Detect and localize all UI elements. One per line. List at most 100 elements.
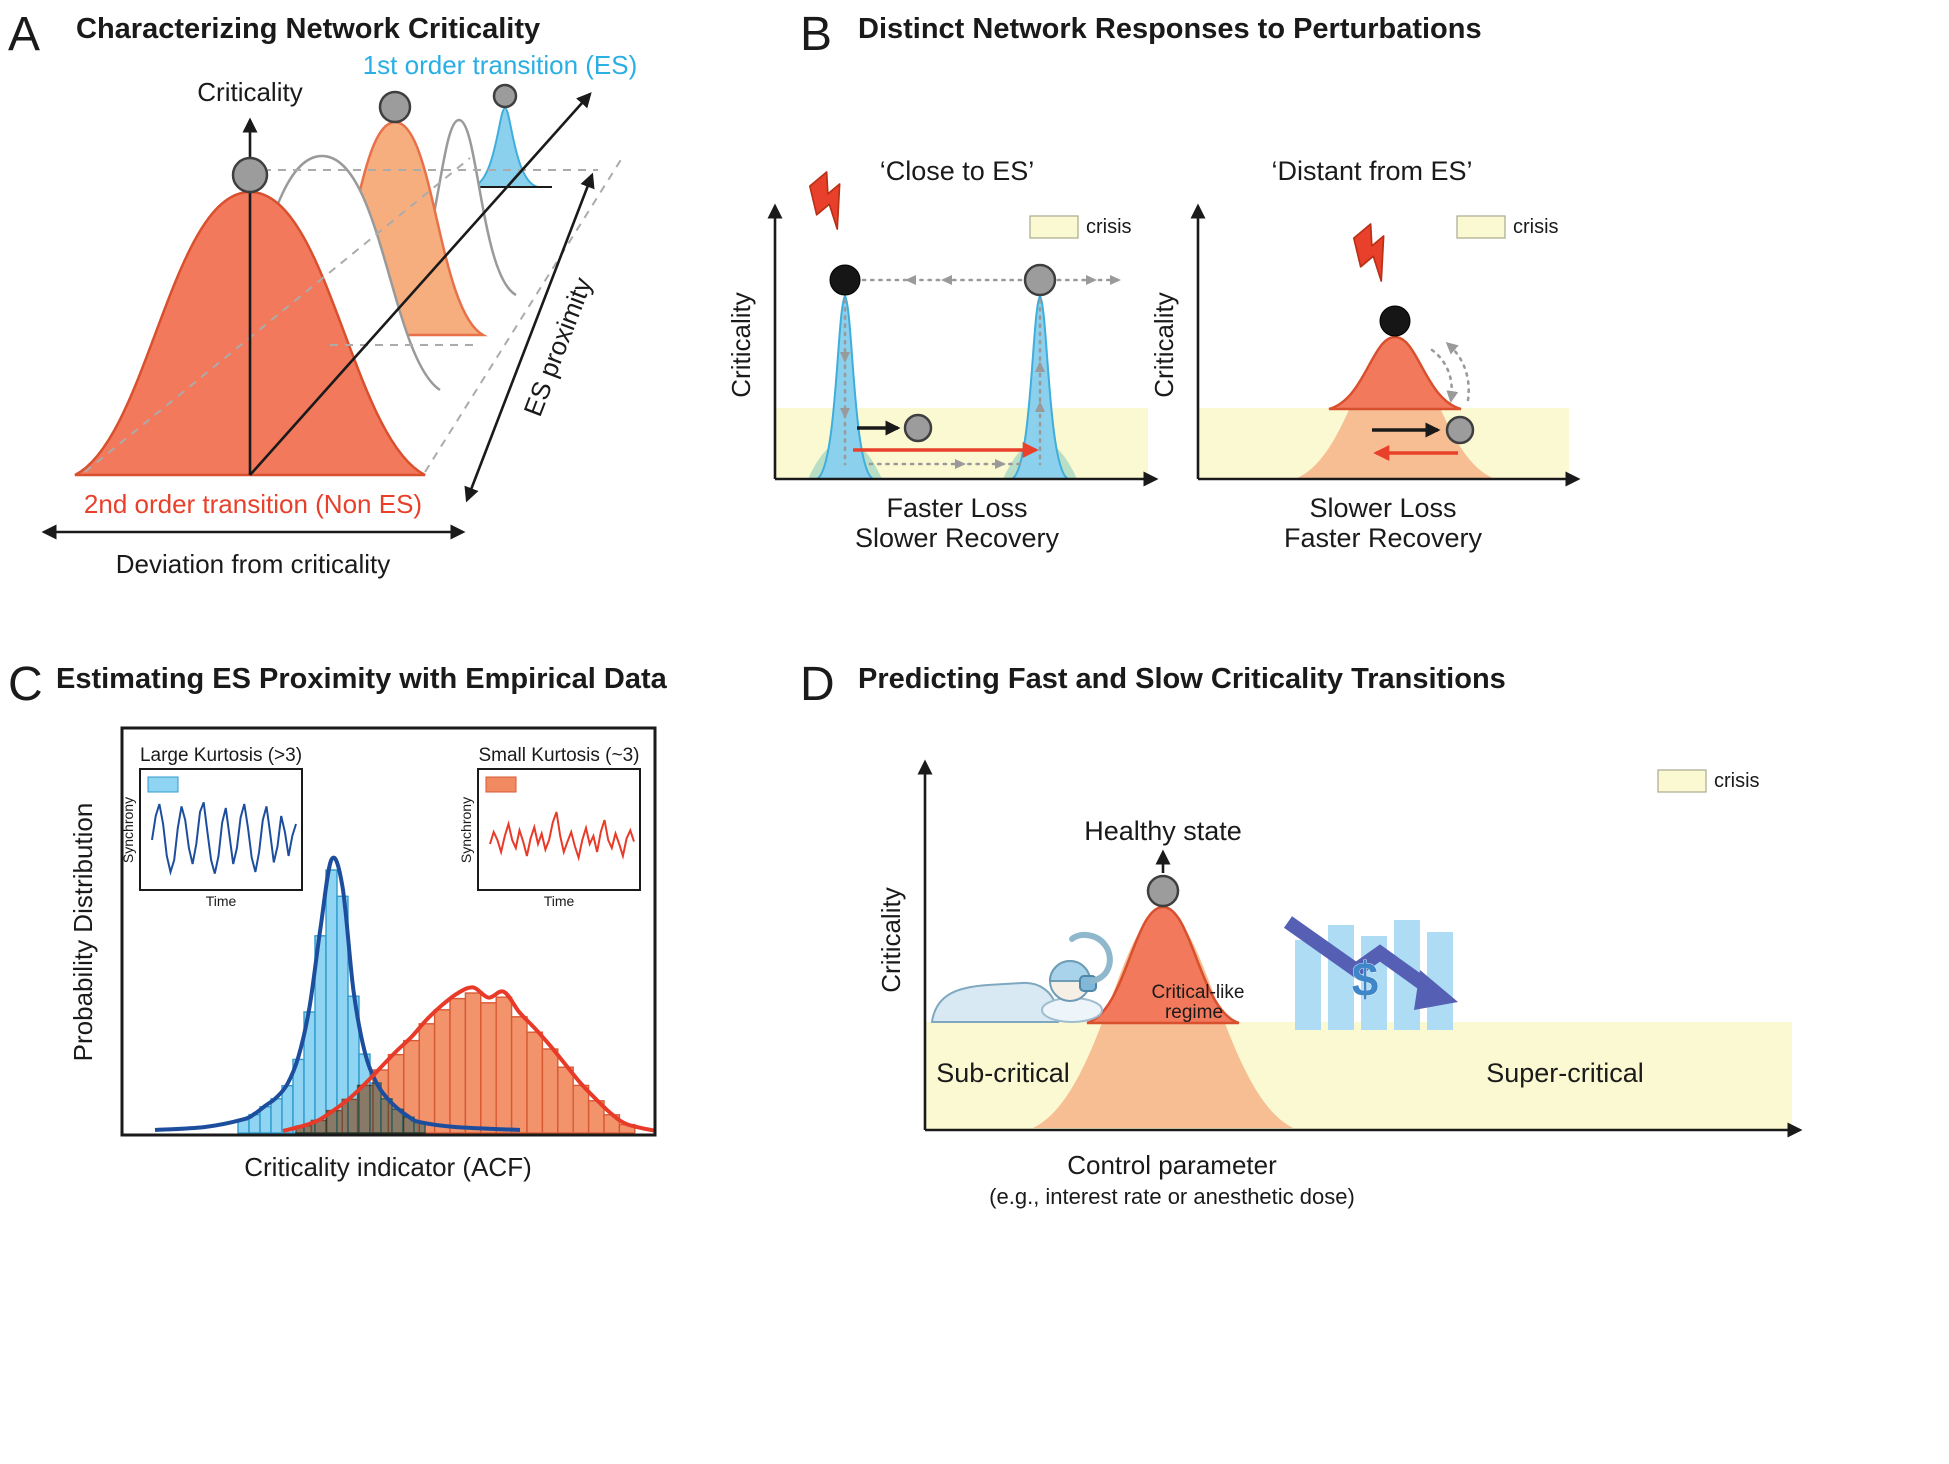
state-trajectory-dotted <box>1430 342 1470 403</box>
state-ball-es <box>492 83 518 109</box>
close-to-es-plot: ‘Close to ES’ <box>726 156 1159 553</box>
panel-c: C Estimating ES Proximity with Empirical… <box>0 640 720 1464</box>
panel-c-title: Estimating ES Proximity with Empirical D… <box>56 663 668 695</box>
dotted-fall-arc <box>1430 348 1459 403</box>
state-balls <box>231 83 518 194</box>
acf-axis-label: Criticality indicator (ACF) <box>244 1152 532 1182</box>
panel-c-canvas: C Estimating ES Proximity with Empirical… <box>8 658 668 1182</box>
synchrony-timeseries-blue <box>151 802 297 876</box>
panel-b-canvas: B Distinct Network Responses to Perturba… <box>726 8 1581 553</box>
histogram-bar <box>356 1084 374 1134</box>
histogram-bar <box>510 1016 528 1134</box>
criticality-peak <box>1328 335 1462 411</box>
healthy-state-ball <box>1146 874 1180 908</box>
panel-b-title: Distinct Network Responses to Perturbati… <box>858 13 1482 45</box>
peak-base <box>1295 348 1495 479</box>
histogram-bar <box>495 996 513 1134</box>
first-order-label: 1st order transition (ES) <box>363 50 638 80</box>
histogram-bar <box>325 869 338 1134</box>
state-ball-critical <box>231 156 269 194</box>
sub-critical-label: Sub-critical <box>936 1058 1070 1088</box>
criticality-axis-label: Criticality <box>197 77 302 107</box>
blue-series-swatch <box>147 776 179 793</box>
flow-arrowheads <box>840 275 1121 469</box>
histogram-bar <box>464 992 482 1134</box>
crisis-legend-label: crisis <box>1513 216 1559 238</box>
state-ball-recovered <box>1023 263 1057 297</box>
histogram-red <box>295 992 636 1134</box>
inset-large-kurtosis: Large Kurtosis (>3) Synchrony Time <box>120 745 303 909</box>
second-order-label: 2nd order transition (Non ES) <box>84 489 422 519</box>
control-parameter-sublabel: (e.g., interest rate or anesthetic dose) <box>989 1184 1355 1209</box>
faster-loss-caption: Faster Loss <box>886 493 1027 523</box>
panel-a-title: Characterizing Network Criticality <box>76 13 540 45</box>
histogram-bar <box>557 1066 574 1134</box>
downward-trend-arrowhead <box>1414 970 1458 1010</box>
histogram-bar <box>270 1098 283 1134</box>
criticality-axis-label: Criticality <box>1149 292 1179 397</box>
distant-from-es-plot: ‘Distant from ES’ crisis Criticality <box>1149 156 1581 553</box>
slower-recovery-caption: Slower Recovery <box>855 523 1060 553</box>
histogram-bar <box>541 1048 559 1134</box>
anesthesia-patient-illustration <box>930 931 1113 1023</box>
anesthesia-hose-icon <box>1069 931 1113 984</box>
crisis-legend-swatch <box>1456 215 1506 239</box>
panel-c-letter: C <box>8 658 43 711</box>
state-ball-crisis <box>1445 415 1475 445</box>
crisis-legend-label: crisis <box>1714 770 1760 792</box>
transition-curves <box>74 106 552 477</box>
inset-small-kurtosis: Small Kurtosis (~3) Synchrony Time <box>458 745 641 909</box>
es-proximity-label: ES proximity <box>517 273 597 420</box>
state-ball-crisis <box>903 413 933 443</box>
histogram-bar <box>387 1053 405 1134</box>
distant-from-es-heading: ‘Distant from ES’ <box>1271 156 1472 186</box>
crisis-legend-swatch <box>1657 769 1707 793</box>
blue-distribution-curve <box>154 855 521 1132</box>
histogram-bar <box>526 1031 544 1134</box>
panel-d-letter: D <box>800 658 835 711</box>
panel-b-letter: B <box>800 8 832 61</box>
panel-d-canvas: D Predicting Fast and Slow Criticality T… <box>800 658 1803 1209</box>
probability-axis-label: Probability Distribution <box>68 803 98 1062</box>
es-direction-arrow <box>249 92 592 476</box>
red-distribution-curve <box>282 985 657 1133</box>
state-ball-current <box>1379 305 1411 337</box>
histogram-bar <box>418 1023 436 1134</box>
histogram-bar <box>449 997 467 1134</box>
healthy-state-label: Healthy state <box>1084 816 1242 846</box>
financial-crash-icon: $ <box>1283 916 1458 1030</box>
close-to-es-heading: ‘Close to ES’ <box>880 156 1035 186</box>
panel-a-letter: A <box>8 8 40 61</box>
criticality-axis-label: Criticality <box>726 292 756 397</box>
dollar-sign: $ <box>1352 954 1379 1007</box>
crisis-legend-label: crisis <box>1086 216 1132 238</box>
panel-a: A Characterizing Network Criticality <box>0 0 720 640</box>
synchrony-axis-label: Synchrony <box>120 797 136 863</box>
dotted-rise-arc <box>1445 342 1470 402</box>
panel-a-canvas: A Characterizing Network Criticality <box>8 8 638 579</box>
critical-regime-label-line1: Critical-like <box>1152 982 1245 1003</box>
first-order-spike <box>471 106 539 188</box>
perturbation-bolt-icon <box>808 171 841 230</box>
critical-regime-label-line2: regime <box>1165 1002 1223 1023</box>
time-axis-label: Time <box>206 893 237 909</box>
plot-frame <box>120 726 657 1137</box>
time-axis-label: Time <box>544 893 575 909</box>
state-ball-intermediate <box>378 90 412 124</box>
finance-bar <box>1295 940 1321 1030</box>
panel-d-title: Predicting Fast and Slow Criticality Tra… <box>858 663 1506 695</box>
super-critical-label: Super-critical <box>1486 1058 1644 1088</box>
inset-small-kurtosis-title: Small Kurtosis (~3) <box>478 745 639 766</box>
perspective-line <box>84 157 471 473</box>
panel-b: B Distinct Network Responses to Perturba… <box>720 0 1949 640</box>
synchrony-timeseries-red <box>489 811 635 862</box>
inset-large-kurtosis-title: Large Kurtosis (>3) <box>140 745 302 766</box>
control-parameter-label: Control parameter <box>1067 1150 1277 1180</box>
patient-body <box>930 981 1060 1023</box>
perturbation-bolt-icon <box>1352 223 1385 282</box>
panel-d: D Predicting Fast and Slow Criticality T… <box>720 640 1949 1464</box>
deviation-axis-label: Deviation from criticality <box>116 549 391 579</box>
criticality-axis-label: Criticality <box>876 887 906 992</box>
state-ball-current <box>829 264 861 296</box>
